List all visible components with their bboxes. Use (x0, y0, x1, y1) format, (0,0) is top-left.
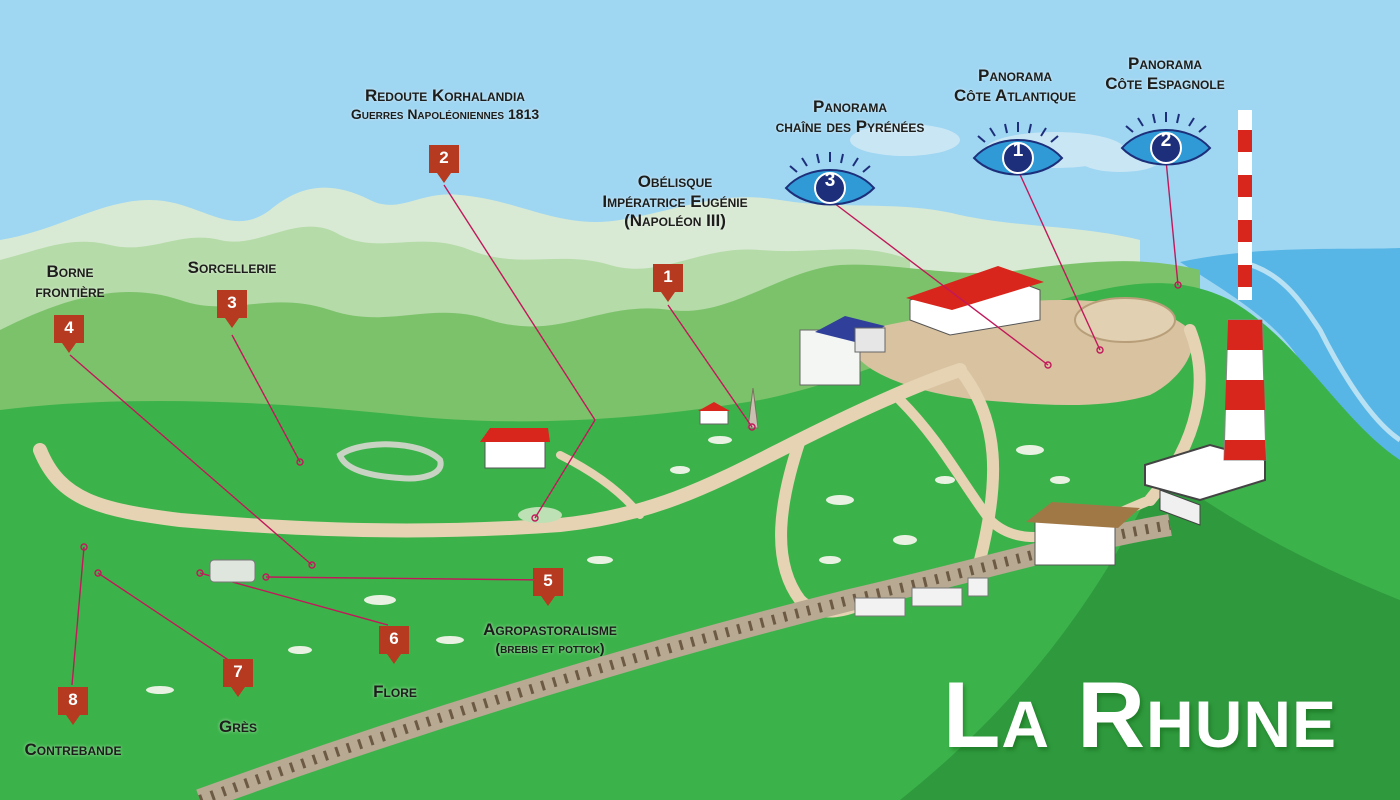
poi-3-title: Sorcellerie (187, 258, 277, 277)
poi-marker-3[interactable]: 3 (215, 288, 249, 330)
poi-1-subtitle: Impératrice Eugénie (602, 191, 748, 211)
map-pin-icon (379, 626, 409, 664)
map-title: La Rhune (942, 662, 1338, 767)
poi-marker-5[interactable]: 5 (531, 566, 565, 608)
summit-hotel (906, 266, 1044, 336)
poi-label-3: Sorcellerie (170, 258, 294, 278)
poi-5-title: Agropastoralisme (483, 620, 617, 639)
small-chapel (698, 402, 730, 425)
map-pin-icon (653, 264, 683, 302)
coast (1239, 259, 1400, 443)
poi-marker-4[interactable]: 4 (52, 313, 86, 355)
viewpoint-marker-3[interactable]: 3 (782, 152, 878, 210)
map-pin-icon (217, 290, 247, 328)
poi-label-2: Redoute Korhalandia Guerres Napoléonienn… (330, 86, 560, 122)
map-pin-icon (533, 568, 563, 606)
poi-2-title: Redoute Korhalandia (365, 86, 525, 105)
poi-label-5: Agropastoralisme (brebis et pottok) (470, 620, 630, 656)
poi-label-7: Grès (205, 717, 271, 737)
poi-2-subtitle: Guerres Napoléoniennes 1813 (350, 105, 540, 122)
stone-circle (336, 441, 444, 482)
map-pin-icon (429, 145, 459, 183)
poi-4-title: Borne (46, 262, 94, 281)
viewpoint-2-title: Panorama (1128, 54, 1202, 73)
poi-marker-7[interactable]: 7 (221, 657, 255, 699)
train-cars (854, 577, 989, 617)
viewpoint-label-1: Panorama Côte Atlantique (940, 66, 1090, 105)
poi-1-title: Obélisque (637, 172, 713, 191)
shepherd-hut (209, 559, 256, 583)
rocks (146, 436, 1070, 694)
poi-5-subtitle: (brebis et pottok) (495, 639, 605, 656)
leader-lines (69, 159, 1179, 686)
viewpoint-1-subtitle: Côte Atlantique (954, 85, 1076, 105)
poi-label-1: Obélisque Impératrice Eugénie (Napoléon … (590, 172, 760, 231)
poi-label-8: Contrebande (10, 740, 136, 760)
viewpoint-marker-1[interactable]: 1 (970, 122, 1066, 180)
poi-marker-2[interactable]: 2 (427, 143, 461, 185)
eye-icon (784, 152, 876, 206)
orientation-table (1074, 297, 1176, 343)
poi-label-4: Borne frontière (15, 262, 125, 301)
viewpoint-1-title: Panorama (978, 66, 1052, 85)
viewpoint-label-2: Panorama Côte Espagnole (1090, 54, 1240, 93)
map-pin-icon (54, 315, 84, 353)
station-building (1026, 502, 1140, 566)
redoute-building (480, 428, 550, 469)
radio-tower (1223, 110, 1267, 461)
viewpoint-marker-2[interactable]: 2 (1118, 112, 1214, 170)
map-pin-icon (223, 659, 253, 697)
poi-label-6: Flore (355, 682, 435, 702)
leader-dots (80, 281, 1182, 581)
viewpoint-2-subtitle: Côte Espagnole (1105, 73, 1225, 93)
map-pin-icon (58, 687, 88, 725)
poi-8-title: Contrebande (24, 740, 122, 759)
blue-roof-building (799, 316, 886, 386)
obelisk (747, 387, 759, 429)
poi-marker-1[interactable]: 1 (651, 262, 685, 304)
poi-6-title: Flore (373, 682, 417, 701)
eye-icon (972, 122, 1064, 176)
eye-icon (1120, 112, 1212, 166)
right-slope (900, 470, 1400, 800)
poi-1-note: (Napoléon III) (624, 211, 726, 231)
viewpoint-3-subtitle: chaîne des Pyrénées (775, 116, 925, 136)
poi-4-subtitle: frontière (35, 281, 105, 301)
viewpoint-label-3: Panorama chaîne des Pyrénées (765, 97, 935, 136)
poi-7-title: Grès (219, 717, 257, 736)
poi-marker-6[interactable]: 6 (377, 624, 411, 666)
poi-marker-8[interactable]: 8 (56, 685, 90, 727)
viewpoint-3-title: Panorama (813, 97, 887, 116)
